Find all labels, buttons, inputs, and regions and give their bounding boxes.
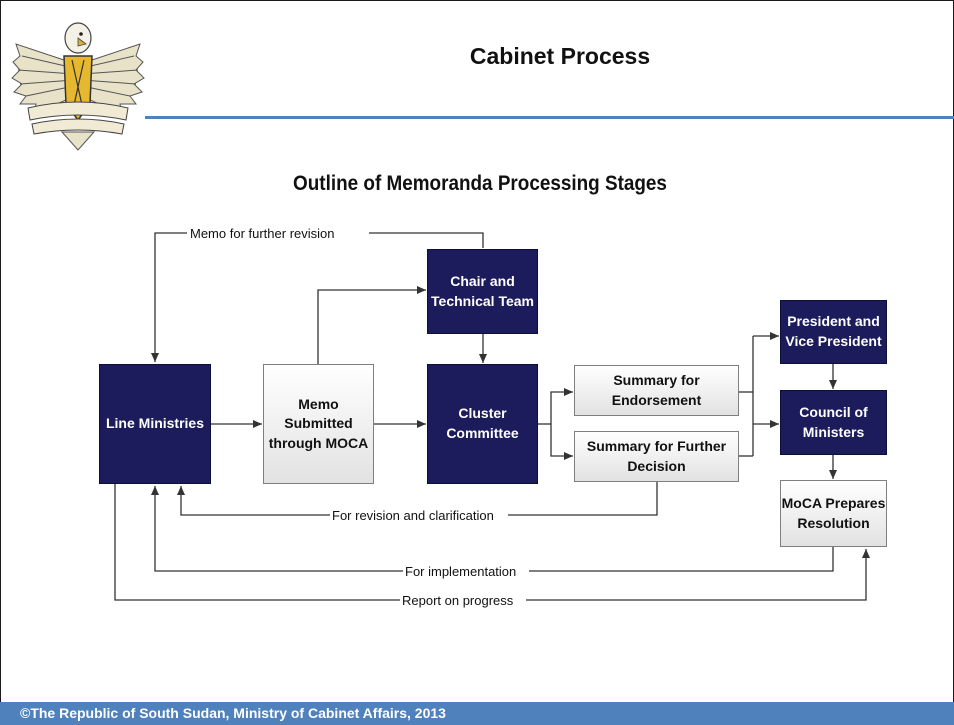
connector-implementation <box>151 486 834 572</box>
label-further-revision: Memo for further revision <box>190 226 335 241</box>
footer-copyright: ©The Republic of South Sudan, Ministry o… <box>20 705 446 721</box>
node-line-ministries: Line Ministries <box>99 364 211 484</box>
node-president-vice-president: President and Vice President <box>780 300 887 364</box>
label-revision-clarification: For revision and clarification <box>332 508 494 523</box>
connector-report-progress <box>114 484 870 601</box>
node-memo-submitted: Memo Submitted through MOCA <box>263 364 374 484</box>
coat-of-arms-emblem <box>11 22 145 151</box>
connector-cluster-to-further <box>550 424 573 460</box>
label-report-progress: Report on progress <box>402 593 514 608</box>
connector-cluster-to-endorsement <box>550 388 573 424</box>
label-implementation: For implementation <box>405 564 516 579</box>
footer-bar: ©The Republic of South Sudan, Ministry o… <box>0 702 954 725</box>
connector-memo-to-chair <box>317 286 426 364</box>
node-summary-endorsement: Summary for Endorsement <box>574 365 739 416</box>
node-council-of-ministers: Council of Ministers <box>780 390 887 455</box>
header-divider <box>145 116 954 119</box>
node-summary-further-decision: Summary for Further Decision <box>574 431 739 482</box>
node-cluster-committee: Cluster Committee <box>427 364 538 484</box>
node-chair-technical-team: Chair and Technical Team <box>427 249 538 334</box>
node-moca-prepares-resolution: MoCA Prepares Resolution <box>780 480 887 547</box>
diagram-title: Outline of Memoranda Processing Stages <box>293 172 667 195</box>
slide-title: Cabinet Process <box>469 43 651 69</box>
